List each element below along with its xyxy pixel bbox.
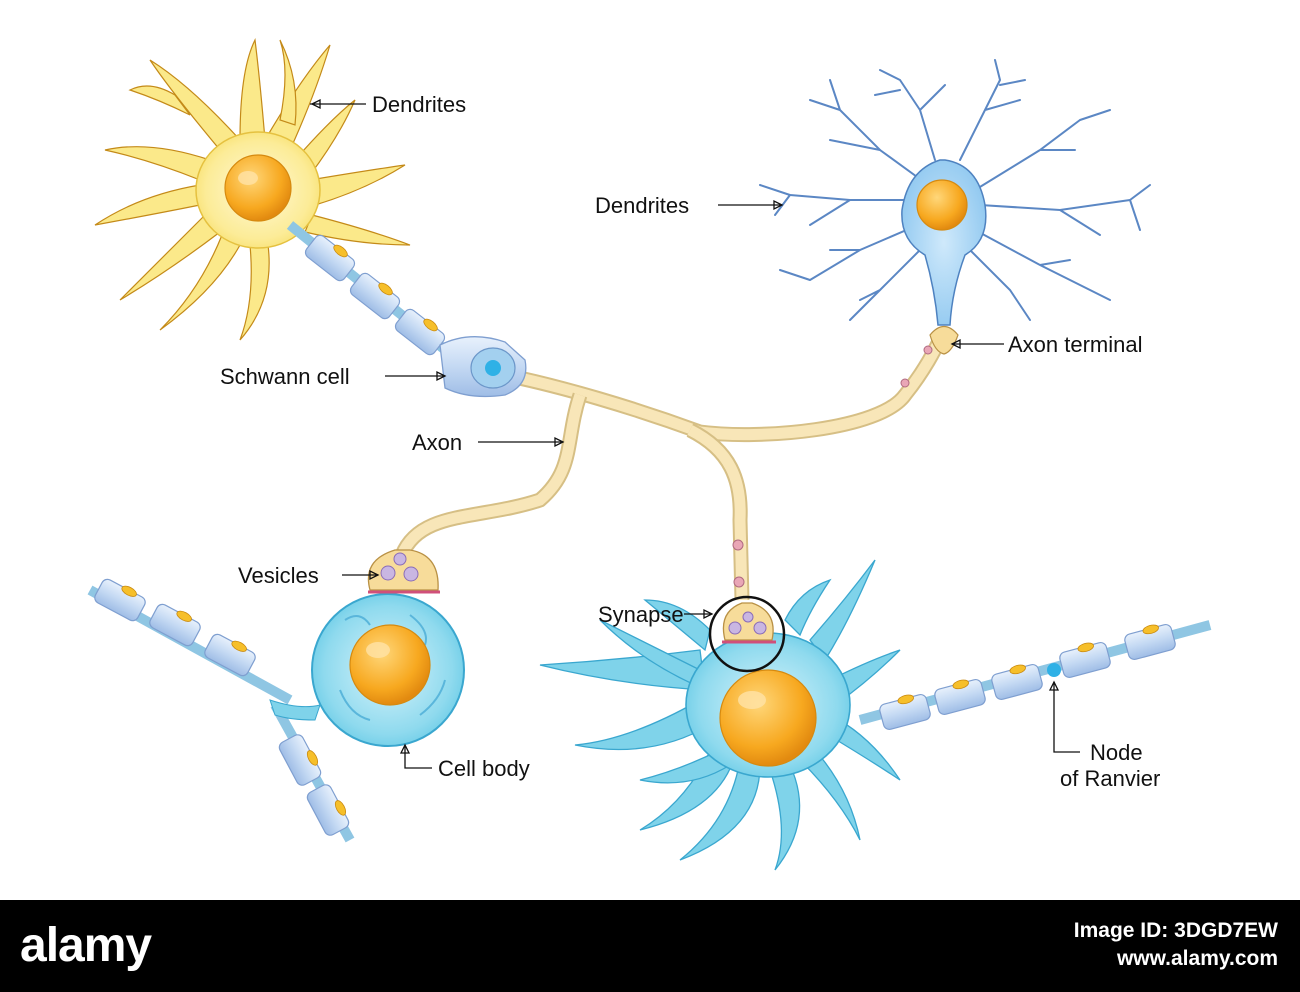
image-meta: Image ID: 3DGD7EW www.alamy.com — [1074, 918, 1278, 974]
neuron-diagram: Dendrites Dendrites Schwann cell Axon Ax… — [87, 37, 1212, 871]
label-node-line1: Node — [1090, 740, 1143, 765]
pyramidal-nucleus — [916, 179, 968, 231]
label-synapse: Synapse — [598, 602, 684, 627]
synapse-circle — [708, 595, 786, 673]
blue-neuron-dendrites — [539, 559, 901, 871]
label-axon: Axon — [412, 430, 462, 455]
label-node-line2: of Ranvier — [1060, 766, 1160, 791]
pyramidal-neuron — [759, 59, 1151, 355]
yellow-neuron — [94, 37, 411, 341]
synapse-terminal — [708, 595, 786, 673]
watermark-footer: alamy Image ID: 3DGD7EW www.alamy.com — [0, 900, 1300, 992]
label-cell-body: Cell body — [438, 756, 530, 781]
yellow-neuron-nucleus — [224, 154, 292, 222]
schwann-cell-shape — [439, 336, 527, 398]
cell-body-nucleus — [349, 624, 431, 706]
pyramidal-dendrites — [759, 59, 1151, 321]
cell-body — [311, 593, 465, 747]
presynaptic-terminal-left — [367, 549, 440, 594]
blue-neuron — [539, 559, 901, 871]
label-schwann-cell: Schwann cell — [220, 364, 350, 389]
labels: Dendrites Dendrites Schwann cell Axon Ax… — [220, 92, 1160, 791]
myelin-sheath-lower-left — [87, 574, 355, 843]
axon-terminal-bulb — [929, 325, 959, 355]
node-of-ranvier-marker — [1047, 663, 1061, 677]
blue-neuron-nucleus — [719, 669, 817, 767]
image-id: Image ID: 3DGD7EW — [1073, 919, 1278, 942]
site-url: www.alamy.com — [1116, 947, 1278, 970]
label-dendrites-right: Dendrites — [595, 193, 689, 218]
label-dendrites-left: Dendrites — [372, 92, 466, 117]
axon-tracts — [395, 327, 950, 601]
label-vesicles: Vesicles — [238, 563, 319, 588]
yellow-neuron-dendrites — [94, 37, 411, 341]
brand-logo: alamy — [20, 919, 152, 972]
label-axon-terminal: Axon terminal — [1008, 332, 1143, 357]
myelin-sheath-lower-right — [858, 619, 1212, 732]
